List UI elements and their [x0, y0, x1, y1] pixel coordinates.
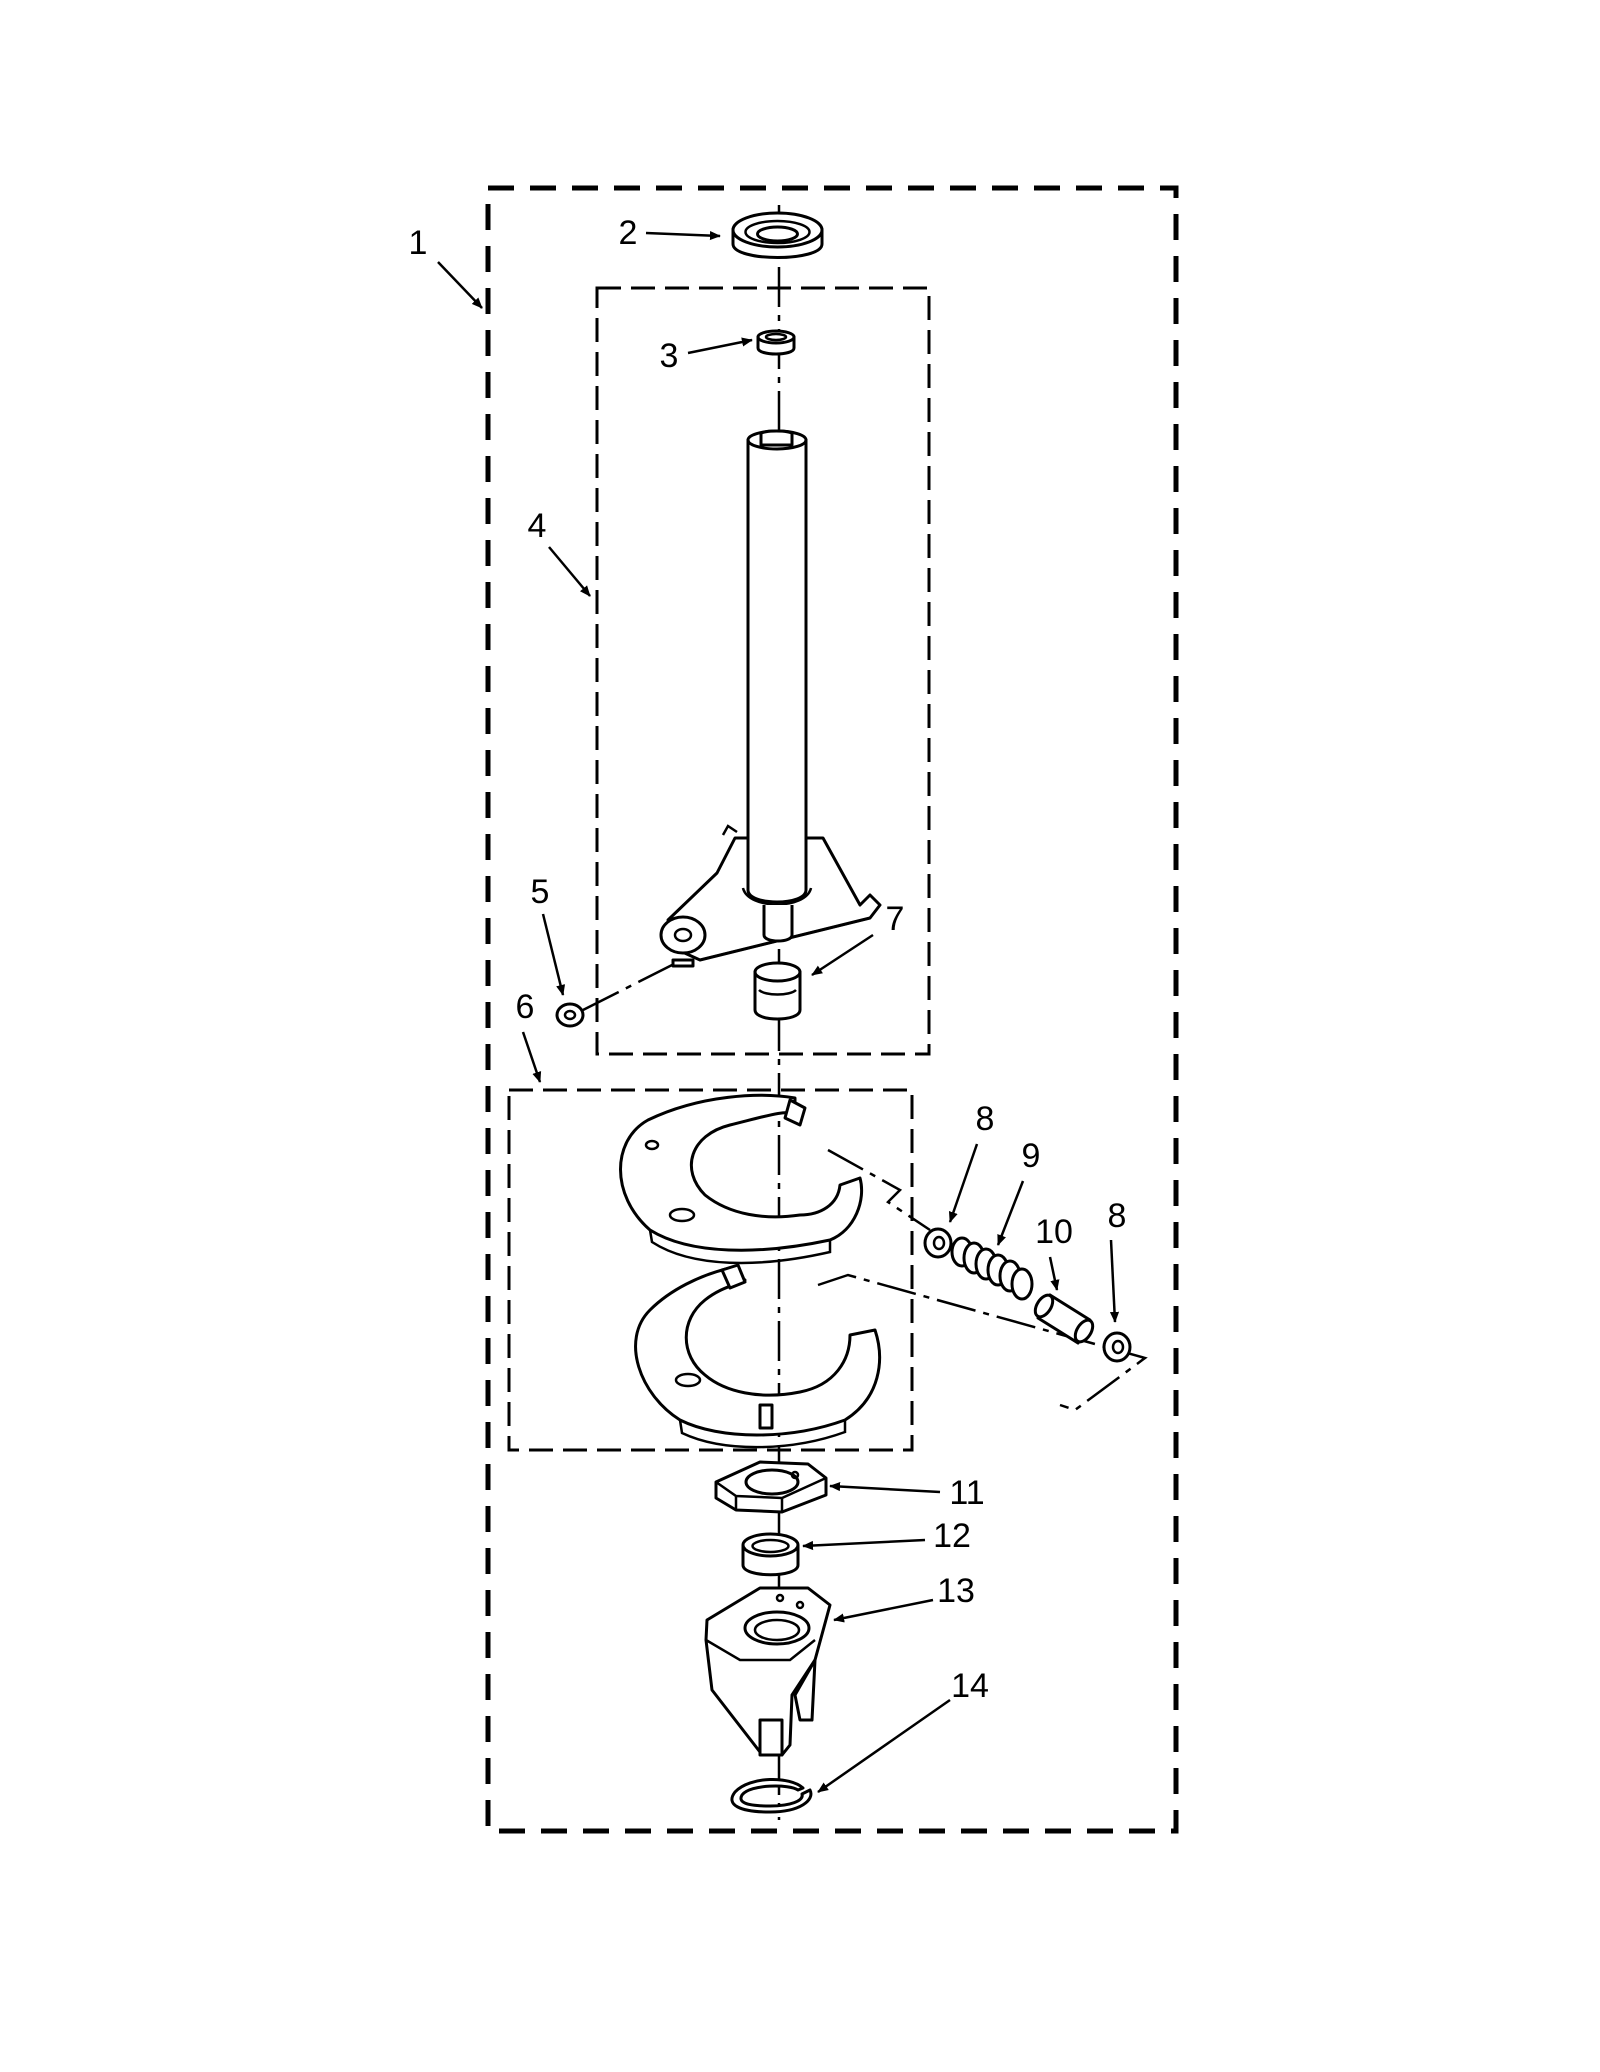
part-snap-ring: [730, 1777, 813, 1814]
part-gear-housing: [704, 1586, 832, 1757]
leader-4: [548, 546, 591, 597]
callout-2: 2: [619, 214, 638, 252]
part-ring: [741, 1532, 800, 1577]
callout-1: 1: [409, 224, 428, 262]
leader-3: [687, 337, 753, 355]
part-spring: [950, 1236, 1034, 1301]
part-brake-shoe-lower: [634, 1263, 882, 1449]
part-brake-shoe-upper: [619, 1093, 864, 1265]
spring-linkage-line-upper: [827, 1148, 931, 1232]
part-washer-left: [923, 1227, 953, 1259]
leader-10: [1048, 1256, 1060, 1291]
leader-5: [541, 913, 566, 996]
part-drive-block: [753, 961, 802, 1021]
spring-linkage-line-lower: [817, 1273, 1148, 1412]
callout-13: 13: [937, 1572, 975, 1610]
callout-6: 6: [516, 988, 535, 1026]
leader-7: [811, 933, 874, 977]
leader-6: [521, 1031, 542, 1083]
leader-9: [996, 1180, 1025, 1246]
callout-12: 12: [933, 1517, 971, 1555]
part-washer-right: [1102, 1331, 1132, 1363]
leader-8b: [1109, 1239, 1120, 1323]
callout-11: 11: [949, 1474, 984, 1512]
part-clip: [555, 1002, 585, 1028]
callout-3: 3: [660, 337, 679, 375]
callout-8b: 8: [1108, 1197, 1127, 1235]
callout-4: 4: [528, 507, 547, 545]
leader-8a: [948, 1143, 979, 1223]
leader-12: [802, 1538, 926, 1551]
leader-1: [437, 261, 483, 309]
leader-13: [833, 1598, 934, 1623]
part-spin-tube: [659, 429, 882, 968]
callout-14: 14: [951, 1667, 989, 1705]
part-seal: [731, 211, 824, 259]
callout-8a: 8: [976, 1100, 995, 1138]
assembly-boundary: [485, 185, 1179, 1834]
brake-shoe-boundary: [507, 1088, 914, 1452]
callout-7: 7: [886, 900, 905, 938]
callout-9: 9: [1022, 1137, 1041, 1175]
leader-2: [645, 231, 721, 241]
spin-tube-boundary: [595, 286, 931, 1056]
part-bearing-block: [714, 1460, 828, 1514]
leader-11: [829, 1481, 941, 1494]
leader-14: [817, 1698, 951, 1794]
callout-5: 5: [531, 873, 550, 911]
callout-10: 10: [1035, 1213, 1073, 1251]
part-pin: [1033, 1293, 1095, 1345]
clip-centerline: [582, 960, 679, 1012]
part-bushing: [756, 329, 796, 356]
